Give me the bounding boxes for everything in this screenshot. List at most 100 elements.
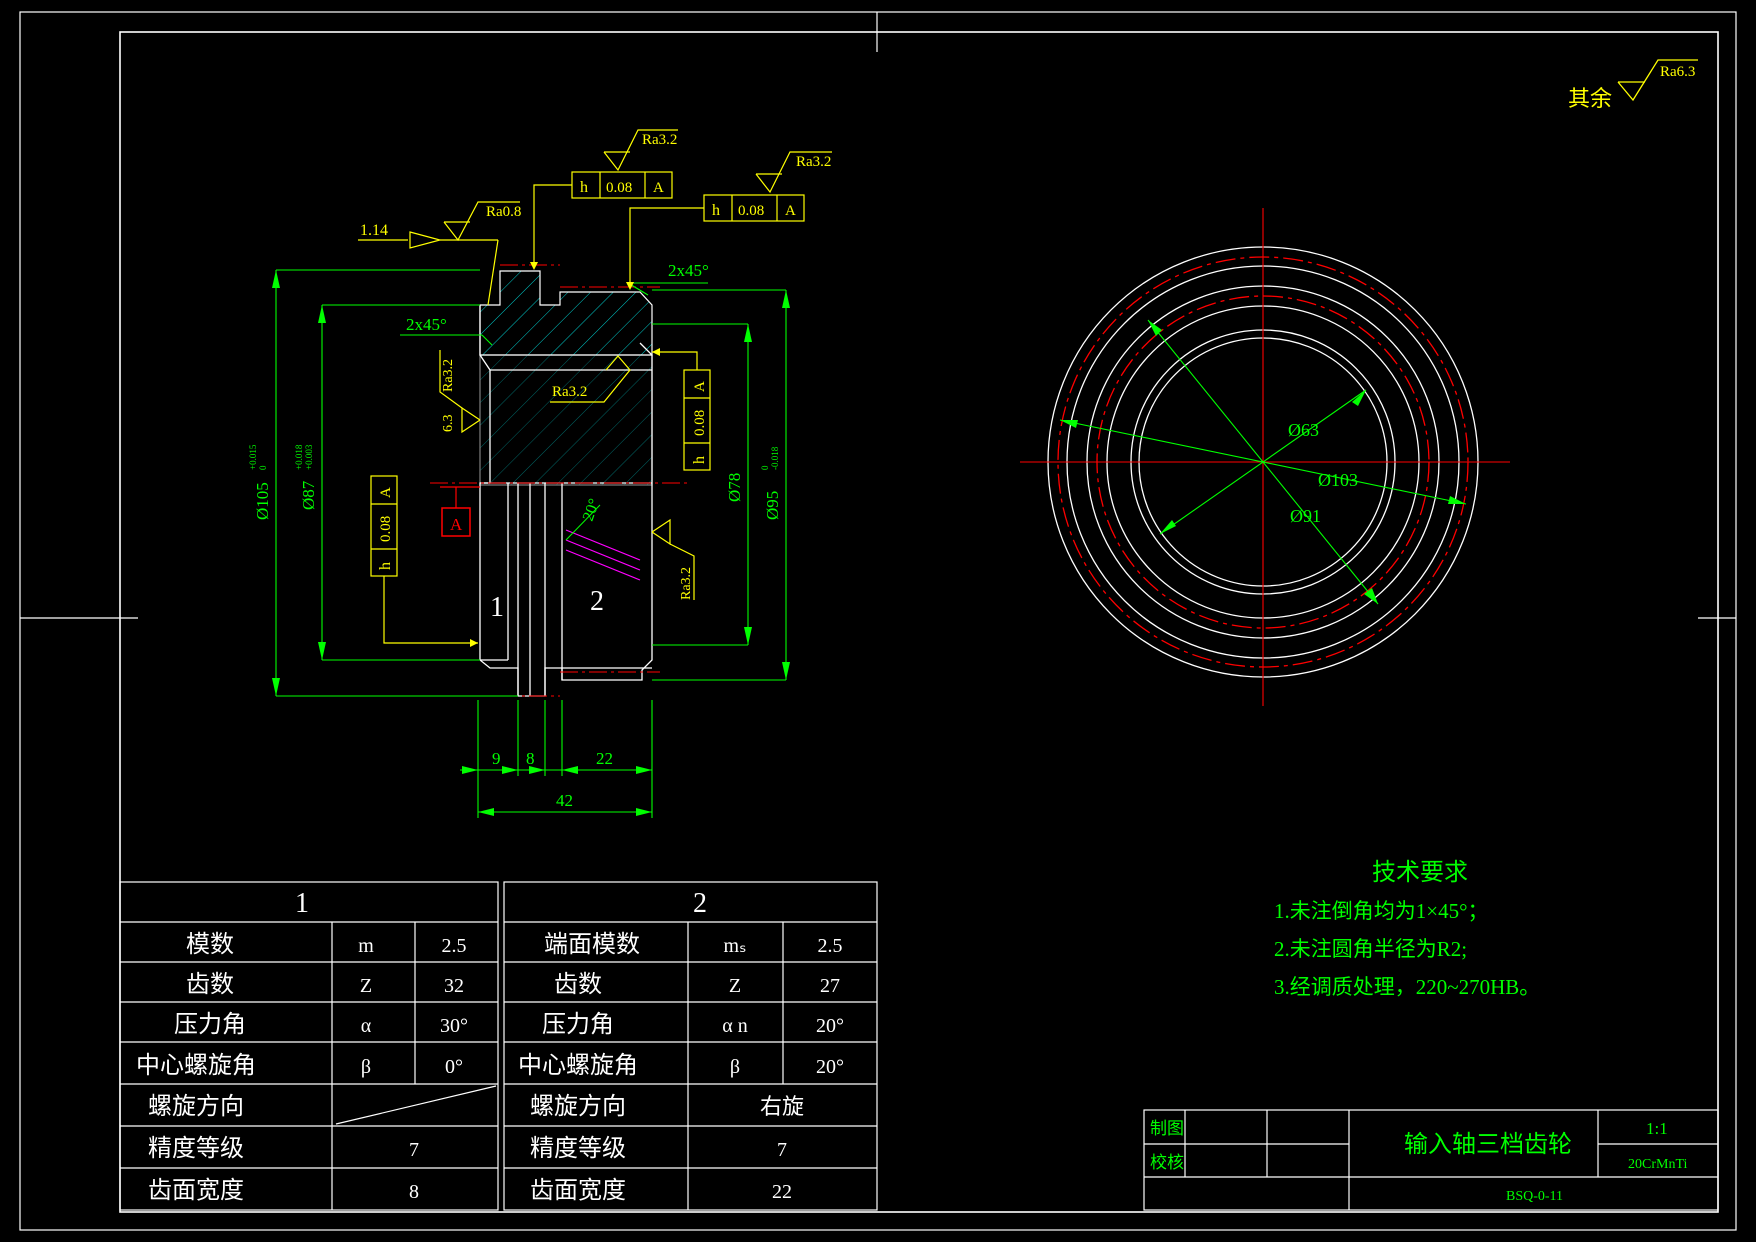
tech-req-line-1: 1.未注倒角均为1×45°； — [1274, 899, 1489, 923]
drawing-frame — [19, 11, 1737, 1231]
table2-symbol-1: Z — [729, 975, 741, 997]
tol-right-symbol: h — [691, 456, 708, 464]
table2-header: 2 — [693, 888, 707, 919]
table1-name-3: 中心螺旋角 — [136, 1052, 256, 1079]
title-drawing-no: BSQ-0-11 — [1506, 1189, 1563, 1204]
dim-w8: 8 — [526, 749, 535, 768]
table1-value-1: 32 — [444, 975, 464, 997]
gear2-label: 2 — [590, 586, 604, 617]
title-block: 制图 校核 输入轴三档齿轮 1:1 20CrMnTi BSQ-0-11 — [1143, 1109, 1719, 1211]
table1-value-3: 0° — [445, 1056, 463, 1078]
dim-d87-tol-up: +0.018 — [294, 444, 304, 470]
helix-angle-label: 20° — [580, 496, 604, 523]
tol-top2-symbol: h — [712, 202, 720, 219]
end-view: Ø63 Ø103 Ø91 — [1020, 208, 1510, 706]
tol-left-value: 0.08 — [378, 516, 394, 542]
general-roughness: 其余 Ra6.3 — [1568, 59, 1698, 111]
tol-top2-datum: A — [785, 203, 796, 219]
roughness-ra32-b: Ra3.2 — [796, 154, 831, 170]
gear-table-2: 2 端面模数 mₛ 2.5 齿数 Z 27 压力角 α n 20° 中心螺旋角 … — [503, 881, 878, 1211]
table2-value-6: 22 — [772, 1181, 792, 1203]
table2-name-2: 压力角 — [542, 1011, 614, 1038]
table2-value-0: 2.5 — [818, 935, 843, 957]
chamfer-left: 2x45° — [406, 315, 447, 334]
technical-requirements: 技术要求 1.未注倒角均为1×45°； 2.未注圆角半径为R2; 3.经调质处理… — [1274, 859, 1540, 999]
table1-symbol-0: m — [358, 935, 374, 957]
table2-symbol-2: α n — [722, 1015, 747, 1037]
roughness-ra08: Ra0.8 — [486, 204, 521, 220]
table1-name-1: 齿数 — [186, 971, 234, 998]
tol-top2-value: 0.08 — [738, 203, 764, 219]
dim-d78: Ø78 — [725, 473, 744, 502]
roughness-other-label: 其余 — [1568, 86, 1612, 111]
tol-left-symbol: h — [377, 562, 394, 570]
roughness-ra08-icon — [443, 201, 520, 242]
table2-name-5: 精度等级 — [530, 1135, 626, 1162]
dim-d103: Ø103 — [1318, 470, 1358, 490]
table2-name-0: 端面模数 — [544, 931, 640, 958]
tech-req-title: 技术要求 — [1372, 859, 1468, 886]
table2-name-1: 齿数 — [554, 971, 602, 998]
table1-value-6: 8 — [409, 1181, 419, 1203]
table2-value-2: 20° — [816, 1015, 844, 1037]
table2-value-4: 右旋 — [760, 1094, 804, 1119]
roughness-other-value: Ra6.3 — [1660, 64, 1695, 80]
roughness-ra32-c-icon — [550, 355, 631, 403]
title-part-name: 输入轴三档齿轮 — [1404, 1131, 1572, 1158]
title-checked-label: 校核 — [1150, 1153, 1184, 1172]
dim-d95-tol-low: -0.018 — [770, 446, 780, 470]
table1-name-2: 压力角 — [174, 1011, 246, 1038]
roughness-ra32-b-icon — [755, 151, 832, 194]
tol-left-datum: A — [378, 487, 394, 498]
table2-symbol-3: β — [730, 1056, 740, 1078]
dim-d95-tol-up: 0 — [760, 465, 770, 470]
tol-top1-symbol: h — [580, 179, 588, 196]
dim-w42: 42 — [556, 791, 573, 810]
roughness-6-3: 6.3 — [441, 415, 456, 433]
table1-name-0: 模数 — [186, 931, 234, 958]
dim-d105-tol-up: +0.015 — [248, 444, 258, 470]
table2-value-5: 7 — [777, 1139, 787, 1161]
table1-value-0: 2.5 — [442, 935, 467, 957]
table2-symbol-0: mₛ — [723, 935, 746, 957]
note-1-14: 1.14 — [360, 222, 388, 239]
table2-name-3: 中心螺旋角 — [518, 1052, 638, 1079]
table1-symbol-2: α — [361, 1015, 372, 1037]
roughness-ra32-d-icon — [651, 518, 671, 546]
roughness-ra32-a-icon — [603, 129, 678, 172]
dim-d63: Ø63 — [1288, 420, 1319, 440]
dim-w22: 22 — [596, 749, 613, 768]
title-drawn-label: 制图 — [1150, 1119, 1184, 1138]
title-material: 20CrMnTi — [1628, 1157, 1688, 1172]
table2-name-6: 齿面宽度 — [530, 1177, 626, 1204]
gear-table-1: 1 模数 m 2.5 齿数 Z 32 压力角 α 30° 中心螺旋角 β 0° … — [119, 881, 499, 1211]
dim-d87: Ø87 — [299, 480, 318, 510]
hub-section — [479, 354, 653, 486]
table1-symbol-3: β — [361, 1056, 371, 1078]
roughness-ra32-a: Ra3.2 — [642, 132, 677, 148]
roughness-ra32-d: Ra3.2 — [679, 567, 694, 600]
datum-a-box — [441, 507, 471, 537]
tol-right-datum: A — [692, 381, 708, 392]
table1-value-2: 30° — [440, 1015, 468, 1037]
tol-top1-datum: A — [653, 180, 664, 196]
roughness-ra32-e: Ra3.2 — [441, 359, 456, 392]
datum-a-label: A — [450, 515, 463, 534]
table2-value-1: 27 — [820, 975, 840, 997]
table1-name-4: 螺旋方向 — [148, 1093, 244, 1120]
dim-d91: Ø91 — [1290, 506, 1321, 526]
roughness-ra32-c: Ra3.2 — [552, 384, 587, 400]
tech-req-line-3: 3.经调质处理，220~270HB。 — [1274, 975, 1540, 999]
section-view: 20° 1 2 A — [248, 129, 832, 818]
dim-d105: Ø105 — [253, 482, 272, 520]
roughness-ra32-e-icon — [461, 406, 481, 434]
tech-req-line-2: 2.未注圆角半径为R2; — [1274, 937, 1467, 961]
gear-section-hatch — [479, 270, 653, 356]
tol-top1-value: 0.08 — [606, 180, 632, 196]
table2-value-3: 20° — [816, 1056, 844, 1078]
dim-w9: 9 — [492, 749, 501, 768]
title-scale: 1:1 — [1646, 1119, 1668, 1138]
roughness-symbol-icon — [1617, 59, 1698, 102]
table1-value-5: 7 — [409, 1139, 419, 1161]
